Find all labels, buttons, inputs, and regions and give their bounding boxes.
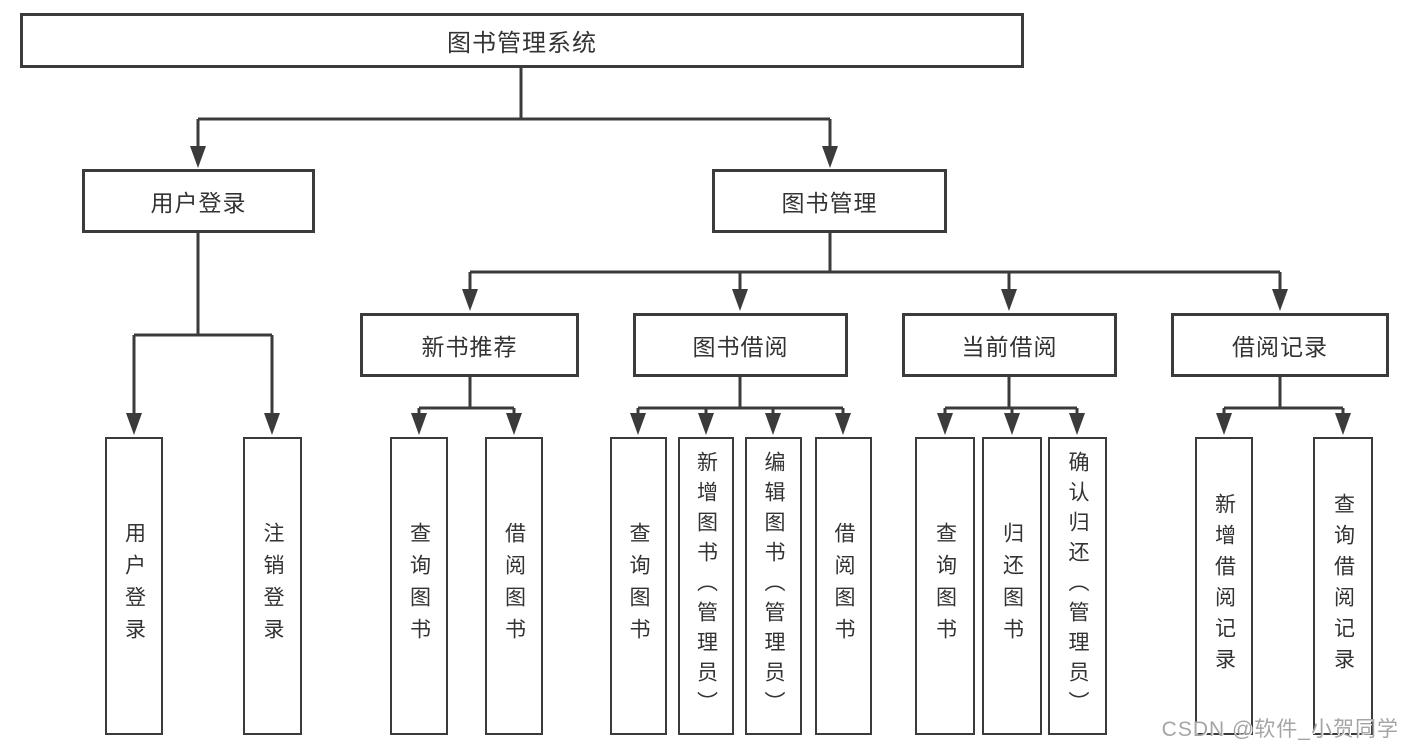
connector-current-borrow-to-leaves [943, 377, 1079, 416]
arrow-down-icon [698, 413, 714, 435]
node-new-book-recommend: 新书推荐 [360, 313, 579, 377]
leaf-confirm-return-admin: 确认归还（管理员） [1048, 437, 1107, 735]
leaf-add-borrow-record: 新增借阅记录 [1195, 437, 1253, 735]
leaf-query-borrow-record: 查询借阅记录 [1313, 437, 1373, 735]
connector-book-borrow-to-leaves [636, 377, 845, 416]
leaf-query-books-recommend: 查询图书 [390, 437, 448, 735]
leaf-user-login: 用户登录 [105, 437, 163, 735]
leaf-edit-books-admin: 编辑图书（管理员） [745, 437, 802, 735]
arrow-down-icon [822, 146, 838, 168]
arrow-down-icon [126, 413, 142, 435]
leaf-query-books-borrow: 查询图书 [610, 437, 667, 735]
arrow-down-icon [190, 146, 206, 168]
arrow-down-icon [1272, 289, 1288, 311]
arrow-down-icon [1001, 289, 1017, 311]
arrow-down-icon [765, 413, 781, 435]
arrow-down-icon [411, 413, 427, 435]
node-library-system: 图书管理系统 [20, 13, 1024, 68]
arrow-down-icon [937, 413, 953, 435]
connector-new-book-to-leaves [417, 377, 516, 416]
arrow-down-icon [630, 413, 646, 435]
leaf-borrow-books-recommend: 借阅图书 [485, 437, 543, 735]
node-user-login: 用户登录 [82, 169, 315, 233]
arrow-down-icon [1069, 413, 1085, 435]
node-book-borrow: 图书借阅 [633, 313, 848, 377]
arrow-down-icon [506, 413, 522, 435]
csdn-watermark: CSDN @软件_小贺同学 [1161, 718, 1399, 741]
arrow-down-icon [835, 413, 851, 435]
arrow-down-icon [462, 289, 478, 311]
leaf-return-books: 归还图书 [982, 437, 1042, 735]
leaf-logout: 注销登录 [243, 437, 302, 735]
node-book-management: 图书管理 [712, 169, 947, 233]
arrow-down-icon [264, 413, 280, 435]
leaf-query-books-current: 查询图书 [915, 437, 975, 735]
node-borrow-records: 借阅记录 [1171, 313, 1389, 377]
connector-root-to-level2 [196, 68, 832, 148]
connector-user-login-to-leaves [132, 233, 274, 415]
leaf-add-books-admin: 新增图书（管理员） [678, 437, 734, 735]
arrow-down-icon [1004, 413, 1020, 435]
arrow-down-icon [1335, 413, 1351, 435]
connector-borrow-records-to-leaves [1222, 377, 1345, 416]
node-current-borrow: 当前借阅 [902, 313, 1117, 377]
arrow-down-icon [1216, 413, 1232, 435]
leaf-borrow-books: 借阅图书 [815, 437, 872, 735]
arrow-down-icon [732, 289, 748, 311]
connector-book-mgmt-to-level3 [468, 233, 1282, 292]
